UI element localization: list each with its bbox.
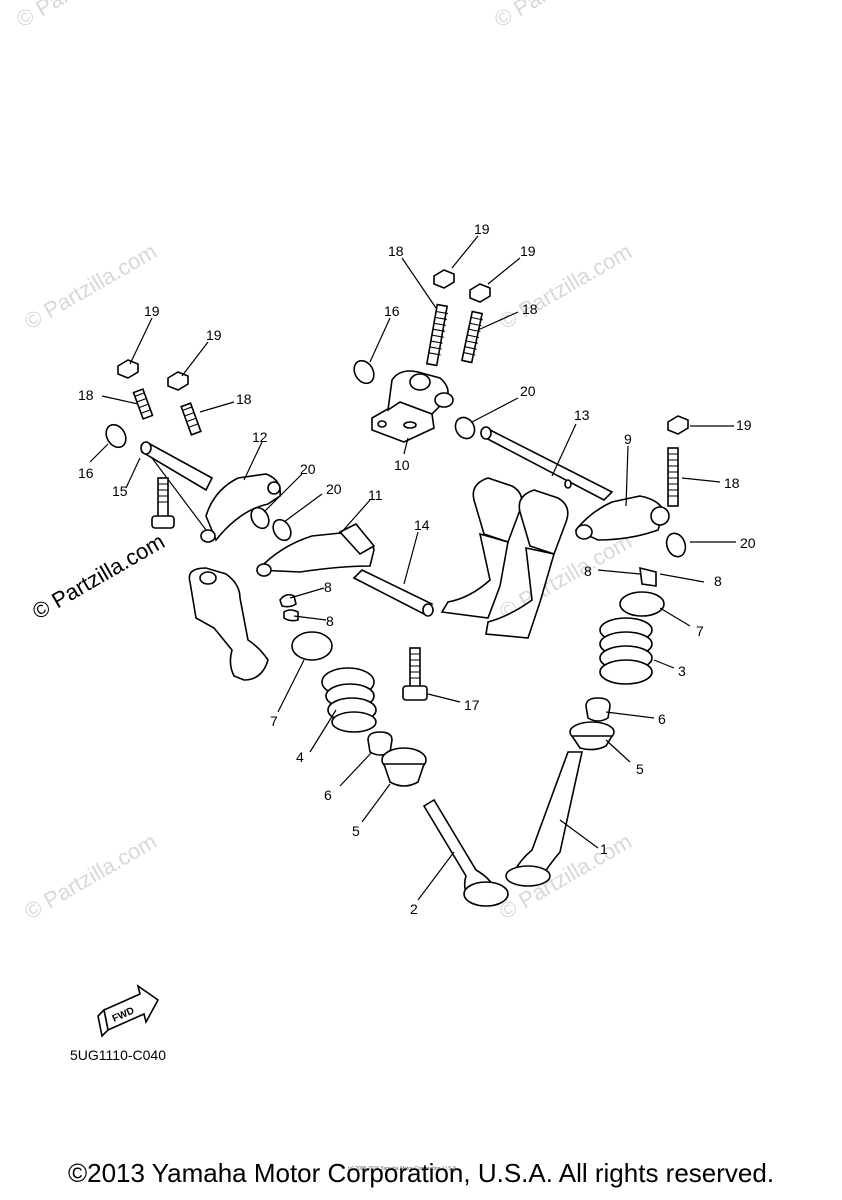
rocker-arm-holder <box>371 370 454 443</box>
watermark-mid-left: © Partzilla.com <box>20 239 161 335</box>
fine-print: (c) 2005-2016 Yamaha Motor Corporation, … <box>348 1166 458 1172</box>
washer-left-a <box>250 506 270 530</box>
callout-19: 19 <box>474 221 490 237</box>
watermark-top-right: © Partzilla.com <box>490 0 631 32</box>
rocker-arm-9 <box>574 495 670 541</box>
callout-18: 18 <box>236 391 252 407</box>
callout-15: 15 <box>112 483 128 499</box>
callout-12: 12 <box>252 429 268 445</box>
seal-6-left <box>367 731 393 756</box>
stud-upper-right <box>460 310 484 364</box>
spring-3 <box>599 617 653 685</box>
tappet-pair <box>440 477 569 639</box>
spring-4 <box>321 667 377 733</box>
seal-6-right <box>585 697 611 722</box>
callout-3: 3 <box>678 663 686 679</box>
callout-11: 11 <box>368 487 383 503</box>
callout-9: 9 <box>624 431 632 447</box>
bolt-left <box>151 477 175 529</box>
watermark-mid-right: © Partzilla.com <box>495 239 636 335</box>
callout-2: 2 <box>410 901 418 917</box>
diagram-code: 5UG1110-C040 <box>70 1047 166 1063</box>
callout-19: 19 <box>520 243 536 259</box>
callout-19: 19 <box>206 327 222 343</box>
callout-6: 6 <box>324 787 332 803</box>
washer-left-b <box>272 518 292 542</box>
callout-6: 6 <box>658 711 666 727</box>
valve-2 <box>422 798 509 907</box>
rocker-shaft-15 <box>140 441 214 531</box>
callout-19: 19 <box>736 417 752 433</box>
seat-5-right <box>569 721 615 751</box>
collet-8c <box>639 566 657 587</box>
callout-4: 4 <box>296 749 304 765</box>
copyright-notice: ©2013 Yamaha Motor Corporation, U.S.A. A… <box>67 1158 775 1188</box>
callout-10: 10 <box>394 457 410 473</box>
collet-8b <box>283 609 299 622</box>
callout-18: 18 <box>724 475 740 491</box>
callout-labels: 19 19 18 18 16 20 10 13 9 19 18 20 19 19… <box>78 221 756 917</box>
callout-13: 13 <box>574 407 590 423</box>
callout-8: 8 <box>714 573 722 589</box>
rocker-shaft-13 <box>480 426 614 501</box>
tappet-left <box>188 567 269 681</box>
callout-20: 20 <box>520 383 536 399</box>
callout-5: 5 <box>352 823 360 839</box>
callout-20: 20 <box>740 535 756 551</box>
callout-18: 18 <box>78 387 94 403</box>
callout-8: 8 <box>584 563 592 579</box>
stud-left-b <box>180 402 202 436</box>
seat-5-left <box>381 747 427 787</box>
callout-14: 14 <box>414 517 430 533</box>
bolt-17 <box>402 647 428 701</box>
callout-7: 7 <box>270 713 278 729</box>
retainer-7-left <box>291 631 333 661</box>
rocker-shaft-14 <box>352 569 434 617</box>
watermark-dark: © Partzilla.com <box>28 529 169 625</box>
callout-8: 8 <box>326 613 334 629</box>
callout-5: 5 <box>636 761 644 777</box>
fwd-arrow: FWD <box>97 984 160 1038</box>
washer-upper <box>454 416 476 440</box>
callout-16: 16 <box>78 465 94 481</box>
watermark-top-left: © Partzilla.com <box>12 0 153 32</box>
callout-20: 20 <box>326 481 342 497</box>
rocker-arm-11 <box>256 522 376 577</box>
callout-1: 1 <box>600 841 608 857</box>
callout-20: 20 <box>300 461 316 477</box>
o-ring-upper <box>353 359 375 385</box>
callout-19: 19 <box>144 303 160 319</box>
valve-1 <box>505 751 583 887</box>
retainer-7-right <box>619 591 665 617</box>
callout-18: 18 <box>522 301 538 317</box>
callout-17: 17 <box>464 697 480 713</box>
leader-lines <box>89 235 736 901</box>
callout-16: 16 <box>384 303 400 319</box>
rocker-arm-12 <box>200 473 282 543</box>
callout-8: 8 <box>324 579 332 595</box>
nut-group <box>117 269 689 435</box>
o-ring-left <box>105 423 127 449</box>
watermark-lower-left: © Partzilla.com <box>20 829 161 925</box>
callout-7: 7 <box>696 623 704 639</box>
stud-upper-left <box>425 303 449 367</box>
stud-left-a <box>132 388 154 420</box>
callout-18: 18 <box>388 243 404 259</box>
stud-right <box>667 447 679 507</box>
washer-right <box>665 532 687 558</box>
